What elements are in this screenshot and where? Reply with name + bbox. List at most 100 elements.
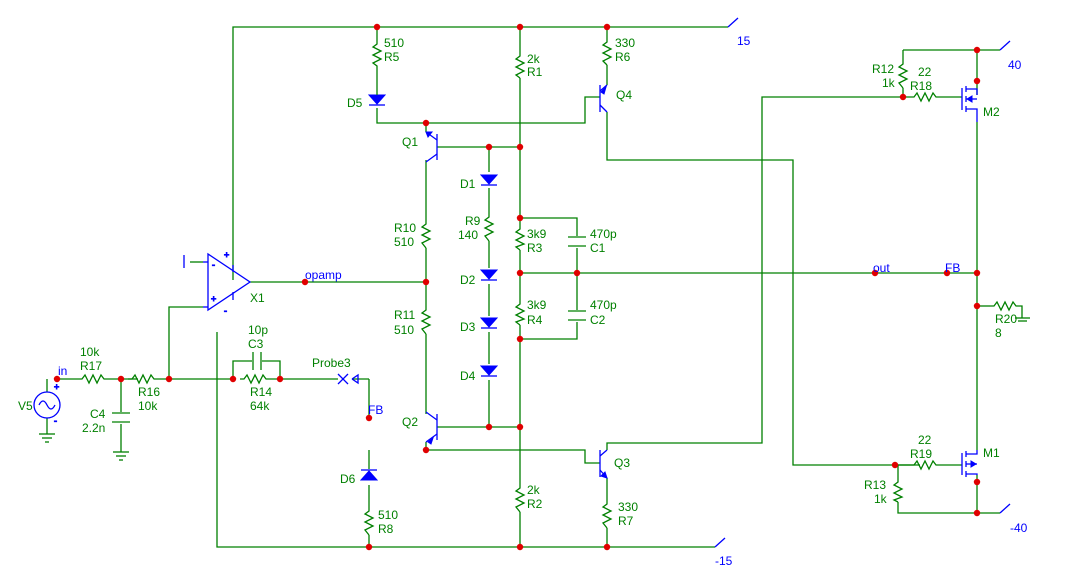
label-c3-ref: C3 (248, 337, 264, 351)
label-r11-val: 510 (394, 323, 414, 337)
capacitor-c4[interactable] (112, 412, 130, 423)
label-r7-val: 330 (618, 500, 638, 514)
resistor-r5[interactable] (371, 40, 383, 68)
net-fb-probe: FB (368, 403, 383, 417)
label-r17-ref: R17 (80, 359, 102, 373)
label-r3-ref: R3 (527, 241, 543, 255)
svg-text:-: - (54, 416, 57, 426)
label-d4: D4 (460, 369, 476, 383)
capacitor-c1[interactable] (568, 236, 586, 247)
label-r1-val: 2k (527, 52, 541, 66)
resistor-r18[interactable] (910, 91, 940, 103)
resistor-r4[interactable] (514, 301, 526, 326)
resistor-r2[interactable] (514, 484, 526, 513)
label-m1: M1 (983, 446, 1000, 460)
label-probe3: Probe3 (312, 356, 351, 370)
label-r5-val: 510 (384, 36, 404, 50)
labels: 510 R5 2k R1 330 R6 D5 Q4 Q1 D1 R9 140 3… (18, 34, 1028, 568)
svg-text:+: + (224, 250, 229, 260)
source-v5[interactable]: + - (33, 382, 61, 427)
transistors (425, 84, 978, 479)
transistor-q1[interactable] (425, 131, 438, 163)
resistor-r19[interactable] (910, 459, 940, 471)
label-d3: D3 (460, 320, 476, 334)
label-r5-ref: R5 (384, 50, 400, 64)
diode-d4[interactable] (479, 365, 499, 377)
svg-text:+: + (211, 294, 216, 304)
label-r14-val: 64k (250, 399, 270, 413)
resistor-r11[interactable] (420, 306, 432, 335)
resistor-r3[interactable] (514, 226, 526, 251)
label-r3-val: 3k9 (527, 227, 547, 241)
grounds (39, 433, 129, 461)
capacitor-c3[interactable] (252, 352, 262, 370)
label-r10-val: 510 (394, 235, 414, 249)
rail-arrows (714, 17, 1011, 548)
label-d6: D6 (340, 472, 356, 486)
resistor-r7[interactable] (601, 500, 613, 529)
opamp-x1[interactable]: + - + - (183, 250, 252, 317)
label-r11-ref: R11 (394, 308, 415, 322)
ground-icon (113, 451, 129, 461)
label-v5: V5 (18, 399, 33, 413)
label-d1: D1 (460, 177, 476, 191)
diode-d1[interactable] (479, 174, 499, 186)
transistor-q2[interactable] (425, 411, 438, 445)
label-r16-val: 10k (138, 399, 158, 413)
junctions (53, 23, 981, 551)
label-r13-val: 1k (874, 492, 888, 506)
rail-p40: 40 (1008, 58, 1022, 72)
label-c1-ref: C1 (590, 241, 606, 255)
ground-icon (39, 433, 55, 443)
diode-d5[interactable] (367, 90, 387, 106)
label-c2-val: 470p (590, 298, 617, 312)
label-r7-ref: R7 (618, 514, 634, 528)
mosfet-m1[interactable] (961, 450, 978, 477)
label-r20-ref: R20 (995, 312, 1017, 326)
label-r2-val: 2k (527, 483, 541, 497)
label-r8-val: 510 (378, 508, 398, 522)
resistor-r13[interactable] (892, 478, 904, 503)
resistor-r6[interactable] (601, 38, 613, 66)
transistor-q3[interactable] (599, 449, 608, 479)
probe3[interactable] (337, 373, 359, 385)
label-r4-ref: R4 (527, 313, 543, 327)
label-r1-ref: R1 (527, 65, 543, 79)
label-r18-ref: R18 (910, 79, 932, 93)
label-r10-ref: R10 (394, 221, 416, 235)
label-r14-ref: R14 (250, 385, 272, 399)
wires (46, 26, 1000, 548)
diode-d2[interactable] (479, 269, 499, 281)
label-x1: X1 (250, 291, 265, 305)
label-q4: Q4 (616, 88, 632, 102)
resistor-r12[interactable] (897, 60, 909, 89)
resistor-r16[interactable] (128, 373, 158, 385)
label-r16-ref: R16 (138, 385, 160, 399)
resistor-r20[interactable] (990, 300, 1023, 318)
resistor-r17[interactable] (78, 373, 108, 385)
diode-d3[interactable] (479, 317, 499, 329)
label-r19-ref: R19 (910, 447, 932, 461)
mosfet-m2[interactable] (961, 86, 978, 122)
label-r9-ref: R9 (465, 214, 481, 228)
resistor-r1[interactable] (514, 52, 526, 79)
resistor-r9[interactable] (483, 213, 495, 242)
resistor-r10[interactable] (420, 220, 432, 249)
resistor-r14[interactable] (240, 373, 280, 385)
net-fb: FB (945, 261, 960, 275)
capacitor-c2[interactable] (568, 310, 586, 321)
label-r6-val: 330 (615, 36, 635, 50)
svg-text:-: - (212, 260, 215, 270)
resistor-r8[interactable] (363, 507, 375, 536)
resistors (78, 38, 1030, 536)
transistor-q4[interactable] (599, 84, 608, 113)
label-q2: Q2 (402, 415, 418, 429)
label-c4-ref: C4 (90, 407, 106, 421)
net-in: in (58, 364, 67, 378)
label-r12-val: 1k (882, 76, 896, 90)
label-c2-ref: C2 (590, 313, 606, 327)
label-r18-val: 22 (918, 65, 932, 79)
net-out: out (873, 261, 890, 275)
diode-d6[interactable] (359, 469, 379, 481)
label-r2-ref: R2 (527, 497, 543, 511)
